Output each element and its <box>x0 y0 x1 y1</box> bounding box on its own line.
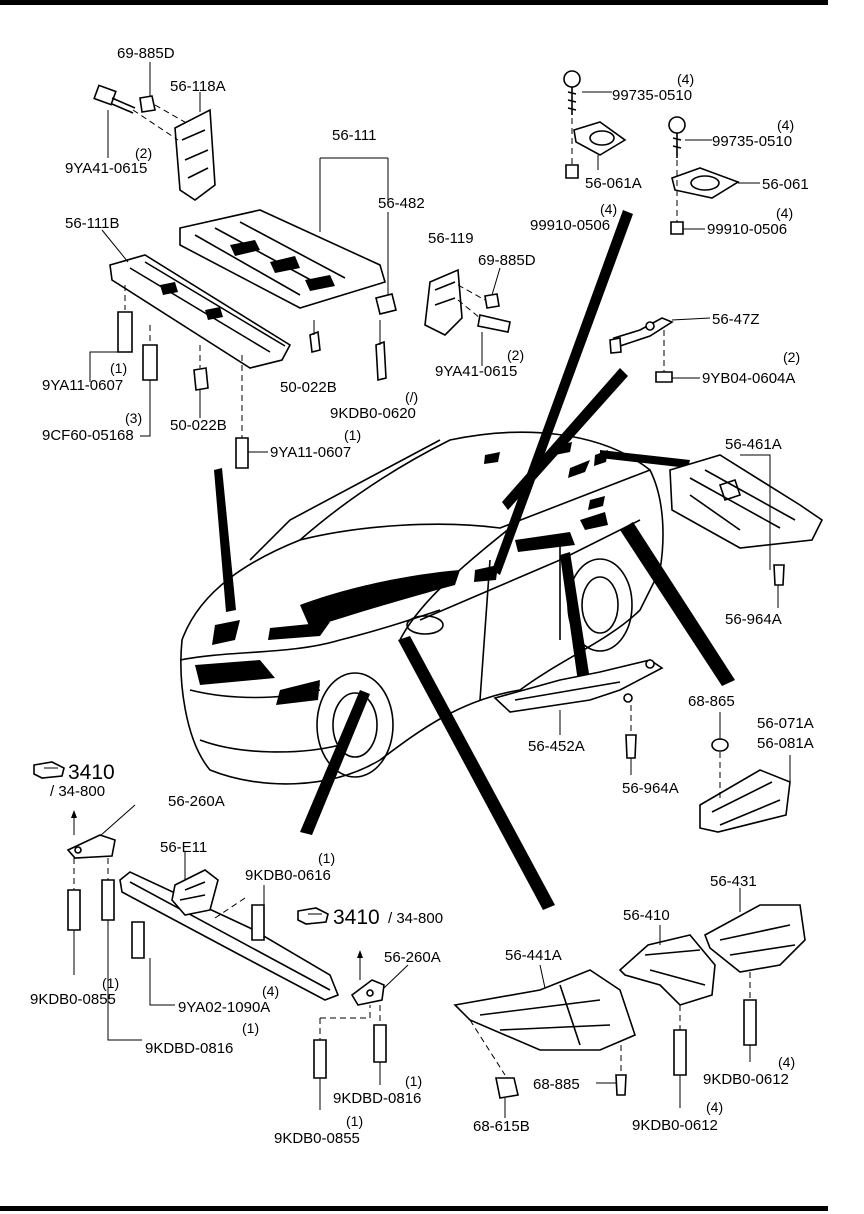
qty-9KDB0-0612-a: (4) <box>778 1054 795 1070</box>
part-56-071A-group <box>699 712 791 833</box>
part-56-111B-group <box>89 229 292 469</box>
label-50-022B-b: 50-022B <box>170 417 227 434</box>
label-56-47Z: 56-47Z <box>712 311 760 328</box>
ref-3410-left: 3410 <box>68 761 115 784</box>
ref-3410-right: 3410 <box>333 906 380 929</box>
label-9YA11-0607-a: 9YA11-0607 <box>42 377 123 394</box>
label-56-111B: 56-111B <box>65 215 120 232</box>
label-9KDB0-0855-b: 9KDB0-0855 <box>274 1130 360 1147</box>
label-9KDB0-0620: 9KDB0-0620 <box>330 405 416 422</box>
qty-9KDB0-0616: (1) <box>318 850 335 866</box>
bottom-rule <box>0 1206 828 1211</box>
part-56-410-group <box>618 925 716 1108</box>
label-50-022B-a: 50-022B <box>280 379 337 396</box>
label-99735-0510-a: 99735-0510 <box>612 87 692 104</box>
label-56-119: 56-119 <box>428 230 474 247</box>
pointer-wedges <box>214 210 735 910</box>
label-layer: 69-885D 56-118A (2) 9YA41-0615 56-111 56… <box>30 45 814 1147</box>
label-56-461A: 56-461A <box>725 436 782 453</box>
label-56-260A-left: 56-260A <box>168 793 225 810</box>
qty-9KDBD-0816-a: (1) <box>242 1020 259 1036</box>
label-56-061: 56-061 <box>762 176 809 193</box>
label-56-E11: 56-E11 <box>160 839 207 856</box>
label-56-431: 56-431 <box>710 873 757 890</box>
part-56-47Z-group <box>609 317 711 383</box>
label-56-964A-a: 56-964A <box>725 611 782 628</box>
qty-9YA41-0615-mid: (2) <box>507 347 524 363</box>
label-68-615B: 68-615B <box>473 1118 530 1135</box>
label-69-885D-top: 69-885D <box>117 45 175 62</box>
label-56-482: 56-482 <box>378 195 425 212</box>
part-56-461A-group <box>669 454 824 608</box>
label-99735-0510-b: 99735-0510 <box>712 133 792 150</box>
qty-9YB04-0604A: (2) <box>783 349 800 365</box>
label-56-452A: 56-452A <box>528 738 585 755</box>
part-56-452A-group <box>493 659 664 775</box>
pointing-hand-icon <box>33 761 65 779</box>
qty-9YA11-0607-b: (1) <box>344 427 361 443</box>
qty-9YA02-1090A: (4) <box>262 983 279 999</box>
label-9YB04-0604A: 9YB04-0604A <box>702 370 795 387</box>
label-9KDB0-0855-a: 9KDB0-0855 <box>30 991 116 1008</box>
label-56-260A-right: 56-260A <box>384 949 441 966</box>
label-9KDBD-0816-b: 9KDBD-0816 <box>333 1090 421 1107</box>
pointing-hand-icon <box>297 907 329 925</box>
label-68-865: 68-865 <box>688 693 735 710</box>
label-99910-0506-a: 99910-0506 <box>530 217 610 234</box>
part-56-441A-group <box>453 964 636 1118</box>
qty-99735-0510-b: (4) <box>777 117 794 133</box>
part-56-260A-left-group <box>66 804 142 1041</box>
qty-99910-0506-a: (4) <box>600 201 617 217</box>
qty-99910-0506-b: (4) <box>776 205 793 221</box>
label-56-410: 56-410 <box>623 907 670 924</box>
top-rule <box>0 0 828 5</box>
part-56-111-group <box>179 157 397 382</box>
label-56-111: 56-111 <box>332 127 376 144</box>
label-9YA41-0615-mid: 9YA41-0615 <box>435 363 517 380</box>
part-56-431-group <box>704 888 806 1062</box>
ref-34-800-left: / 34-800 <box>50 783 105 800</box>
label-9KDB0-0616: 9KDB0-0616 <box>245 867 331 884</box>
label-9KDB0-0612-b: 9KDB0-0612 <box>632 1117 718 1134</box>
label-9YA02-1090A: 9YA02-1090A <box>178 999 270 1016</box>
qty-9CF60-05168: (3) <box>125 410 142 426</box>
label-56-441A: 56-441A <box>505 947 562 964</box>
ref-34-800-right: / 34-800 <box>388 910 443 927</box>
qty-9KDB0-0855-a: (1) <box>102 975 119 991</box>
part-56-260A-right-group <box>313 950 409 1110</box>
label-99910-0506-b: 99910-0506 <box>707 221 787 238</box>
part-56-E11-group <box>119 852 340 1006</box>
label-9YA41-0615-top: 9YA41-0615 <box>65 160 147 177</box>
label-56-118A: 56-118A <box>170 78 226 95</box>
label-9YA11-0607-b: 9YA11-0607 <box>270 444 351 461</box>
qty-9YA11-0607-a: (1) <box>110 360 127 376</box>
label-9CF60-05168: 9CF60-05168 <box>42 427 134 444</box>
label-56-061A: 56-061A <box>585 175 642 192</box>
part-56-061-group <box>563 70 760 235</box>
label-56-081A: 56-081A <box>757 735 814 752</box>
vehicle-body <box>179 431 664 785</box>
qty-9KDB0-0612-b: (4) <box>706 1099 723 1115</box>
label-9KDBD-0816-a: 9KDBD-0816 <box>145 1040 233 1057</box>
qty-9KDBD-0816-b: (1) <box>405 1073 422 1089</box>
qty-9YA41-0615-top: (2) <box>135 145 152 161</box>
label-68-885: 68-885 <box>533 1076 580 1093</box>
label-69-885D-mid: 69-885D <box>478 252 536 269</box>
label-56-964A-b: 56-964A <box>622 780 679 797</box>
part-56-119-group <box>424 267 511 366</box>
part-56-118A-group <box>93 62 216 201</box>
label-9KDB0-0612-a: 9KDB0-0612 <box>703 1071 789 1088</box>
qty-9KDB0-0855-b: (1) <box>346 1113 363 1129</box>
qty-9KDB0-0620: (/) <box>405 389 418 405</box>
label-56-071A: 56-071A <box>757 715 814 732</box>
qty-99735-0510-a: (4) <box>677 71 694 87</box>
